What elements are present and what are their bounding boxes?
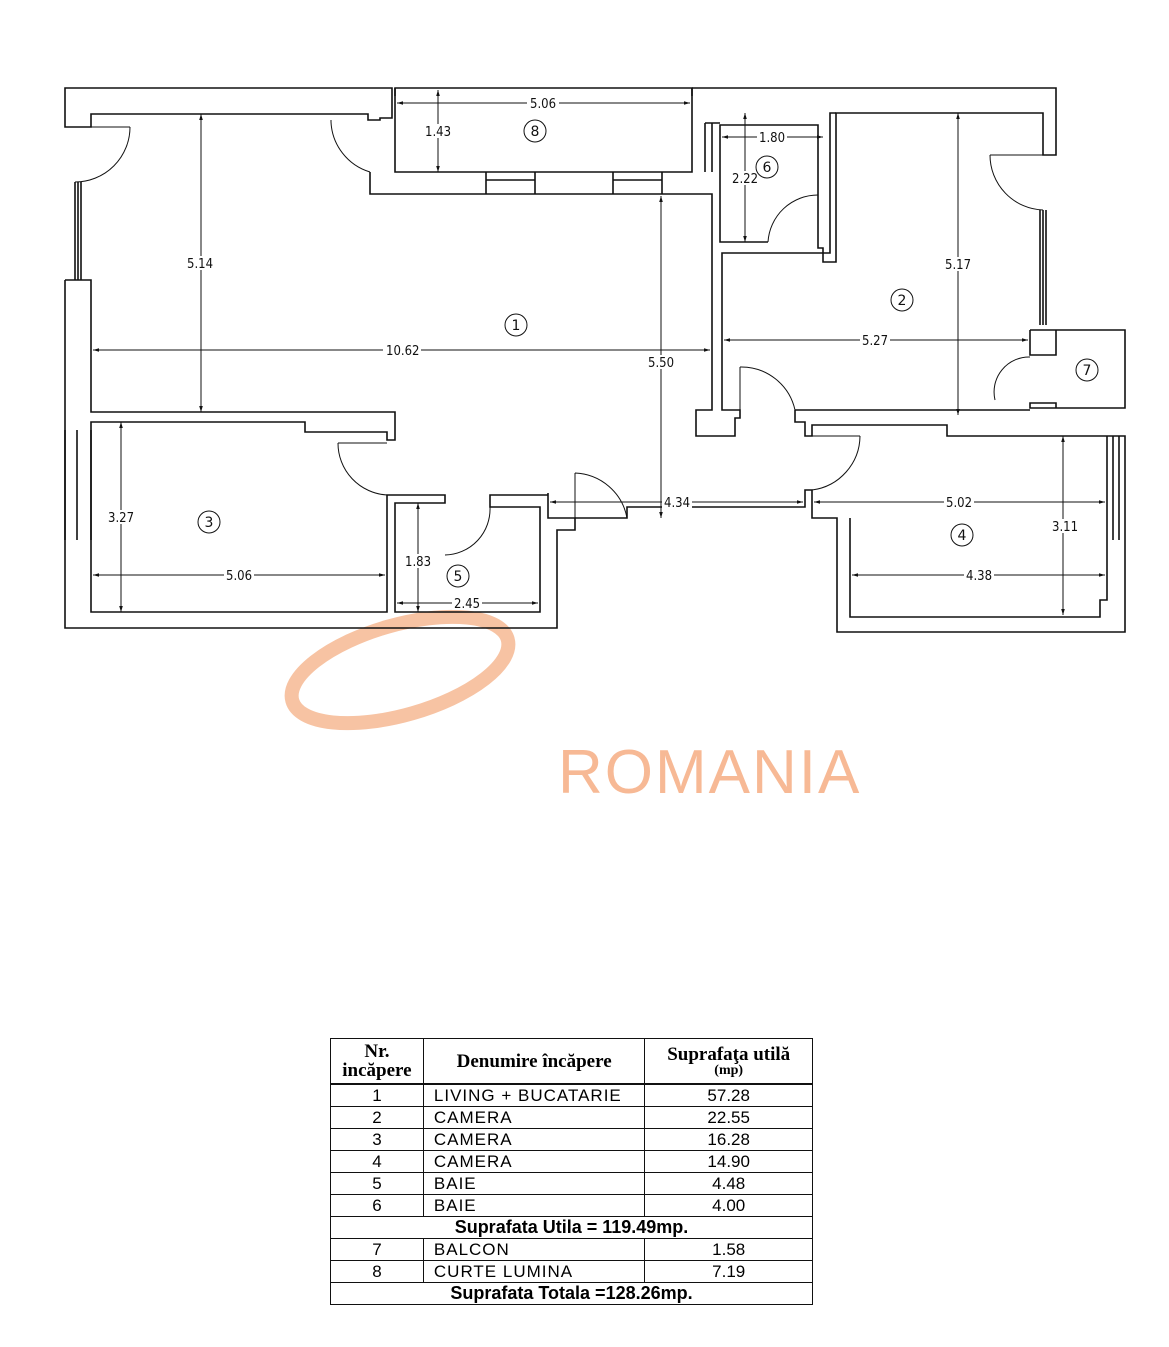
room-1-label: 1 [504, 313, 528, 337]
room-area: 1.58 [644, 1238, 813, 1261]
doors [74, 120, 1044, 556]
dim-6-height: 2.22 [732, 172, 758, 187]
room-area: 4.00 [644, 1194, 813, 1217]
svg-text:2: 2 [898, 293, 907, 309]
header-nr: Nr.incăpere [330, 1038, 424, 1085]
dim-5-height: 1.83 [405, 555, 431, 570]
header-area: Suprafaţa utilă(mp) [644, 1038, 813, 1085]
dim-8-height: 1.43 [425, 125, 451, 140]
room-name: BAIE [422, 1172, 646, 1195]
total: Suprafata Totala =128.26mp. [330, 1282, 813, 1305]
dim-6-width: 1.80 [759, 131, 785, 146]
room-name: CAMERA [422, 1128, 646, 1151]
room-3-label: 3 [197, 510, 221, 534]
svg-text:5: 5 [454, 569, 463, 585]
room-area: 14.90 [644, 1150, 813, 1173]
room-area: 4.48 [644, 1172, 813, 1195]
svg-text:1: 1 [512, 318, 521, 334]
room-name: LIVING + BUCATARIE [422, 1083, 646, 1107]
room-numbers: 1 2 3 4 5 6 7 8 [197, 119, 1099, 588]
room-number: 5 [330, 1172, 424, 1195]
room-number: 1 [330, 1083, 424, 1107]
room-area: 57.28 [644, 1083, 813, 1107]
svg-text:8: 8 [531, 124, 540, 140]
subtotal-row: Suprafata Utila = 119.49mp. [330, 1216, 813, 1239]
room-number: 8 [330, 1260, 424, 1283]
room-name: BAIE [422, 1194, 646, 1217]
dim-1-depth: 5.50 [648, 356, 674, 371]
dim-5-width: 2.45 [454, 597, 480, 612]
room-number: 7 [330, 1238, 424, 1261]
dim-2-width: 5.27 [862, 334, 888, 349]
dim-1-height: 5.14 [187, 257, 213, 272]
total-row: Suprafata Totala =128.26mp. [330, 1282, 813, 1305]
room-area: 22.55 [644, 1106, 813, 1129]
svg-text:3: 3 [205, 515, 214, 531]
room-area-table: Nr.incăpere Denumire încăpere Suprafaţa … [330, 1038, 813, 1305]
floor-plan: ROMANIA [64, 87, 1126, 807]
room-6-label: 6 [755, 155, 779, 179]
room-name: CAMERA [422, 1150, 646, 1173]
room-area: 16.28 [644, 1128, 813, 1151]
dim-4-width-bottom: 4.38 [966, 569, 992, 584]
subtotal: Suprafata Utila = 119.49mp. [330, 1216, 813, 1239]
dim-4-height: 3.11 [1052, 520, 1078, 535]
room-name: CAMERA [422, 1106, 646, 1129]
watermark-text: ROMANIA [558, 738, 861, 807]
room-number: 6 [330, 1194, 424, 1217]
room-number: 4 [330, 1150, 424, 1173]
watermark: ROMANIA [284, 609, 861, 807]
dim-1-width: 10.62 [386, 344, 419, 359]
room-number: 2 [330, 1106, 424, 1129]
dim-2-height: 5.17 [945, 258, 971, 273]
svg-text:6: 6 [763, 160, 772, 176]
dim-8-width: 5.06 [530, 97, 556, 112]
room-7-label: 7 [1075, 358, 1099, 382]
room-8-label: 8 [523, 119, 547, 143]
dim-4-width-top: 5.02 [946, 496, 972, 511]
room-2-label: 2 [890, 288, 914, 312]
room-number: 3 [330, 1128, 424, 1151]
room-name: BALCON [422, 1238, 646, 1261]
room-area: 7.19 [644, 1260, 813, 1283]
room-name: CURTE LUMINA [422, 1260, 646, 1283]
dimension-labels: 5.06 1.43 1.80 2.22 5.14 10.62 5.50 5.17… [106, 96, 1079, 612]
dim-3-height: 3.27 [108, 511, 134, 526]
room-4-label: 4 [950, 523, 974, 547]
walls [64, 87, 1126, 633]
room-5-label: 5 [446, 564, 470, 588]
dim-3-width: 5.06 [226, 569, 252, 584]
svg-text:4: 4 [958, 528, 967, 544]
svg-text:7: 7 [1083, 363, 1092, 379]
table-header: Nr.incăpere Denumire încăpere Suprafaţa … [330, 1038, 813, 1085]
header-name: Denumire încăpere [422, 1038, 646, 1085]
dim-hall: 4.34 [664, 496, 690, 511]
